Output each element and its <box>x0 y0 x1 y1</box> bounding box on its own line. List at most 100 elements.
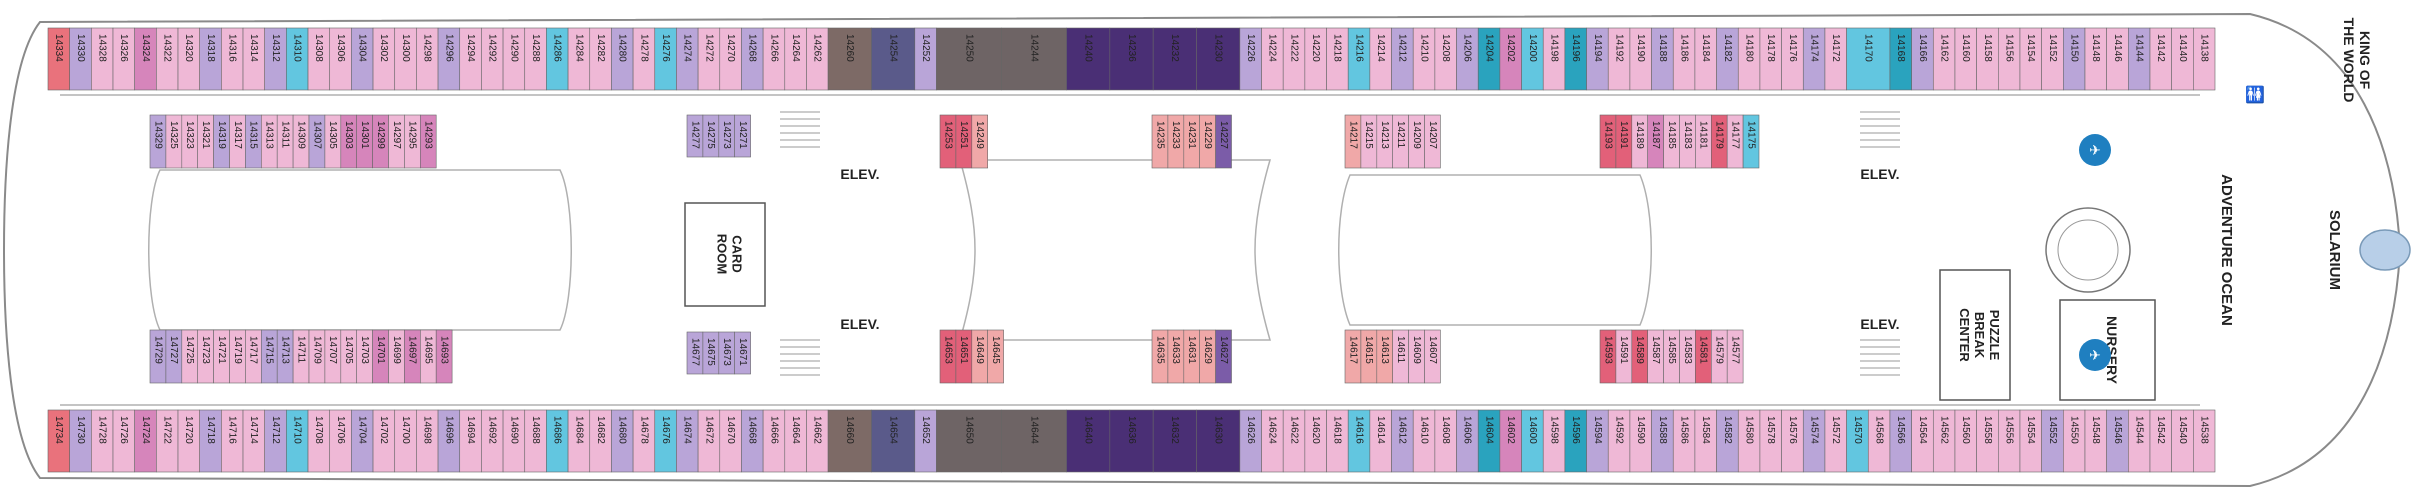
bottom-outer-cabin-14544[interactable]: 14544 <box>2128 409 2151 473</box>
bottom-outer-cabin-14688[interactable]: 14688 <box>524 409 547 473</box>
bottom-outer-cabin-14668[interactable]: 14668 <box>741 409 764 473</box>
lower-inner-cabin-14705[interactable]: 14705 <box>340 329 357 384</box>
upper-inner-cabin-14213[interactable]: 14213 <box>1376 114 1394 169</box>
upper-inner-cabin-14275[interactable]: 14275 <box>702 114 720 158</box>
top-outer-cabin-14150[interactable]: 14150 <box>2063 27 2086 91</box>
top-outer-cabin-14198[interactable]: 14198 <box>1542 27 1566 91</box>
top-outer-cabin-14260[interactable]: 14260 <box>827 27 872 91</box>
bottom-outer-cabin-14682[interactable]: 14682 <box>589 409 612 473</box>
bottom-outer-cabin-14602[interactable]: 14602 <box>1499 409 1522 473</box>
bottom-outer-cabin-14702[interactable]: 14702 <box>372 409 396 473</box>
bottom-outer-cabin-14650-box[interactable] <box>936 409 1002 473</box>
top-outer-cabin-14182[interactable]: 14182 <box>1716 27 1739 91</box>
bottom-outer-cabin-14570[interactable]: 14570 <box>1846 409 1869 473</box>
bottom-outer-cabin-14662[interactable]: 14662 <box>806 409 829 473</box>
lower-inner-cabin-14607-box[interactable] <box>1424 329 1441 384</box>
bottom-outer-cabin-14632-box[interactable] <box>1152 409 1197 473</box>
top-outer-cabin-14154[interactable]: 14154 <box>2019 27 2042 91</box>
top-outer-cabin-14230-box[interactable] <box>1196 27 1241 91</box>
top-outer-cabin-14302[interactable]: 14302 <box>372 27 396 91</box>
bottom-outer-cabin-14592[interactable]: 14592 <box>1607 409 1631 473</box>
top-outer-cabin-14224[interactable]: 14224 <box>1261 27 1284 91</box>
top-outer-cabin-14292[interactable]: 14292 <box>481 27 504 91</box>
bottom-outer-cabin-14696[interactable]: 14696 <box>437 409 461 473</box>
top-outer-cabin-14240[interactable]: 14240 <box>1066 27 1111 91</box>
upper-inner-cabin-14325[interactable]: 14325 <box>165 114 183 169</box>
lower-inner-cabin-14697[interactable]: 14697 <box>404 329 421 384</box>
top-outer-cabin-14298[interactable]: 14298 <box>416 27 439 91</box>
top-outer-cabin-14196[interactable]: 14196 <box>1564 27 1587 91</box>
upper-inner-cabin-14321[interactable]: 14321 <box>197 114 214 169</box>
top-outer-cabin-14252[interactable]: 14252 <box>914 27 937 91</box>
top-outer-cabin-14170[interactable]: 14170 <box>1846 27 1891 91</box>
upper-inner-cabin-14235[interactable]: 14235 <box>1151 114 1169 169</box>
bottom-outer-cabin-14716[interactable]: 14716 <box>221 409 244 473</box>
bottom-outer-cabin-14672[interactable]: 14672 <box>697 409 721 473</box>
top-outer-cabin-14200[interactable]: 14200 <box>1521 27 1544 91</box>
bottom-outer-cabin-14556[interactable]: 14556 <box>1998 409 2021 473</box>
bottom-outer-cabin-14686[interactable]: 14686 <box>546 409 569 473</box>
top-outer-cabin-14280[interactable]: 14280 <box>611 27 634 91</box>
lower-inner-cabin-14645[interactable]: 14645 <box>987 329 1004 384</box>
bottom-outer-cabin-14632[interactable]: 14632 <box>1152 409 1197 473</box>
top-outer-cabin-14330[interactable]: 14330 <box>69 27 92 91</box>
bottom-outer-cabin-14640[interactable]: 14640 <box>1066 409 1111 473</box>
top-outer-cabin-14180[interactable]: 14180 <box>1737 27 1761 91</box>
top-outer-cabin-14300[interactable]: 14300 <box>394 27 417 91</box>
lower-inner-cabin-14631[interactable]: 14631 <box>1183 329 1201 384</box>
upper-inner-cabin-14191[interactable]: 14191 <box>1615 114 1633 169</box>
top-outer-cabin-14222[interactable]: 14222 <box>1282 27 1306 91</box>
top-outer-cabin-14294[interactable]: 14294 <box>459 27 482 91</box>
top-outer-cabin-14158[interactable]: 14158 <box>1976 27 1999 91</box>
top-outer-cabin-14288[interactable]: 14288 <box>524 27 547 91</box>
top-outer-cabin-14270[interactable]: 14270 <box>719 27 742 91</box>
top-outer-cabin-14318[interactable]: 14318 <box>199 27 222 91</box>
upper-inner-cabin-14175[interactable]: 14175 <box>1742 114 1760 169</box>
top-outer-cabin-14218[interactable]: 14218 <box>1326 27 1349 91</box>
top-outer-cabin-14178[interactable]: 14178 <box>1759 27 1782 91</box>
upper-inner-cabin-14211[interactable]: 14211 <box>1392 114 1409 169</box>
lower-inner-cabin-14577[interactable]: 14577 <box>1726 329 1744 384</box>
lower-inner-cabin-14693-box[interactable] <box>435 329 453 384</box>
lower-inner-cabin-14587[interactable]: 14587 <box>1647 329 1664 384</box>
top-outer-cabin-14220[interactable]: 14220 <box>1304 27 1327 91</box>
bottom-outer-cabin-14692[interactable]: 14692 <box>481 409 504 473</box>
upper-inner-cabin-14233[interactable]: 14233 <box>1167 114 1185 169</box>
bottom-outer-cabin-14588[interactable]: 14588 <box>1651 409 1674 473</box>
bottom-outer-cabin-14598[interactable]: 14598 <box>1542 409 1566 473</box>
bottom-outer-cabin-14734[interactable]: 14734 <box>47 409 70 473</box>
bottom-outer-cabin-14666[interactable]: 14666 <box>762 409 786 473</box>
bottom-outer-cabin-14626[interactable]: 14626 <box>1239 409 1262 473</box>
bottom-outer-cabin-14664[interactable]: 14664 <box>784 409 807 473</box>
upper-inner-cabin-14193[interactable]: 14193 <box>1599 114 1617 169</box>
top-outer-cabin-14210[interactable]: 14210 <box>1412 27 1436 91</box>
top-outer-cabin-14160[interactable]: 14160 <box>1954 27 1977 91</box>
bottom-outer-cabin-14596[interactable]: 14596 <box>1564 409 1587 473</box>
top-outer-cabin-14162[interactable]: 14162 <box>1932 27 1956 91</box>
lower-inner-cabin-14635[interactable]: 14635 <box>1151 329 1169 384</box>
bottom-outer-cabin-14572[interactable]: 14572 <box>1824 409 1847 473</box>
top-outer-cabin-14174[interactable]: 14174 <box>1802 27 1826 91</box>
bottom-outer-cabin-14712[interactable]: 14712 <box>264 409 287 473</box>
top-outer-cabin-14244[interactable]: 14244 <box>1001 27 1067 91</box>
lower-inner-cabin-14645-box[interactable] <box>987 329 1004 384</box>
top-outer-cabin-14226[interactable]: 14226 <box>1239 27 1262 91</box>
bottom-outer-cabin-14684[interactable]: 14684 <box>567 409 591 473</box>
top-outer-cabin-14240-box[interactable] <box>1066 27 1111 91</box>
upper-inner-cabin-14207[interactable]: 14207 <box>1424 114 1441 169</box>
bottom-outer-cabin-14670[interactable]: 14670 <box>719 409 742 473</box>
bottom-outer-cabin-14708[interactable]: 14708 <box>307 409 331 473</box>
top-outer-cabin-14146[interactable]: 14146 <box>2106 27 2129 91</box>
top-outer-cabin-14170-box[interactable] <box>1846 27 1891 91</box>
lower-inner-cabin-14615[interactable]: 14615 <box>1360 329 1378 384</box>
bottom-outer-cabin-14576[interactable]: 14576 <box>1781 409 1804 473</box>
lower-inner-cabin-14693[interactable]: 14693 <box>435 329 453 384</box>
top-outer-cabin-14230[interactable]: 14230 <box>1196 27 1241 91</box>
top-outer-cabin-14312[interactable]: 14312 <box>264 27 287 91</box>
upper-inner-cabin-14299[interactable]: 14299 <box>372 114 389 169</box>
bottom-outer-cabin-14538-box[interactable] <box>2193 409 2216 473</box>
lower-inner-cabin-14719[interactable]: 14719 <box>229 329 246 384</box>
upper-inner-cabin-14187[interactable]: 14187 <box>1647 114 1664 169</box>
bottom-outer-cabin-14726[interactable]: 14726 <box>112 409 135 473</box>
top-outer-cabin-14278[interactable]: 14278 <box>632 27 656 91</box>
